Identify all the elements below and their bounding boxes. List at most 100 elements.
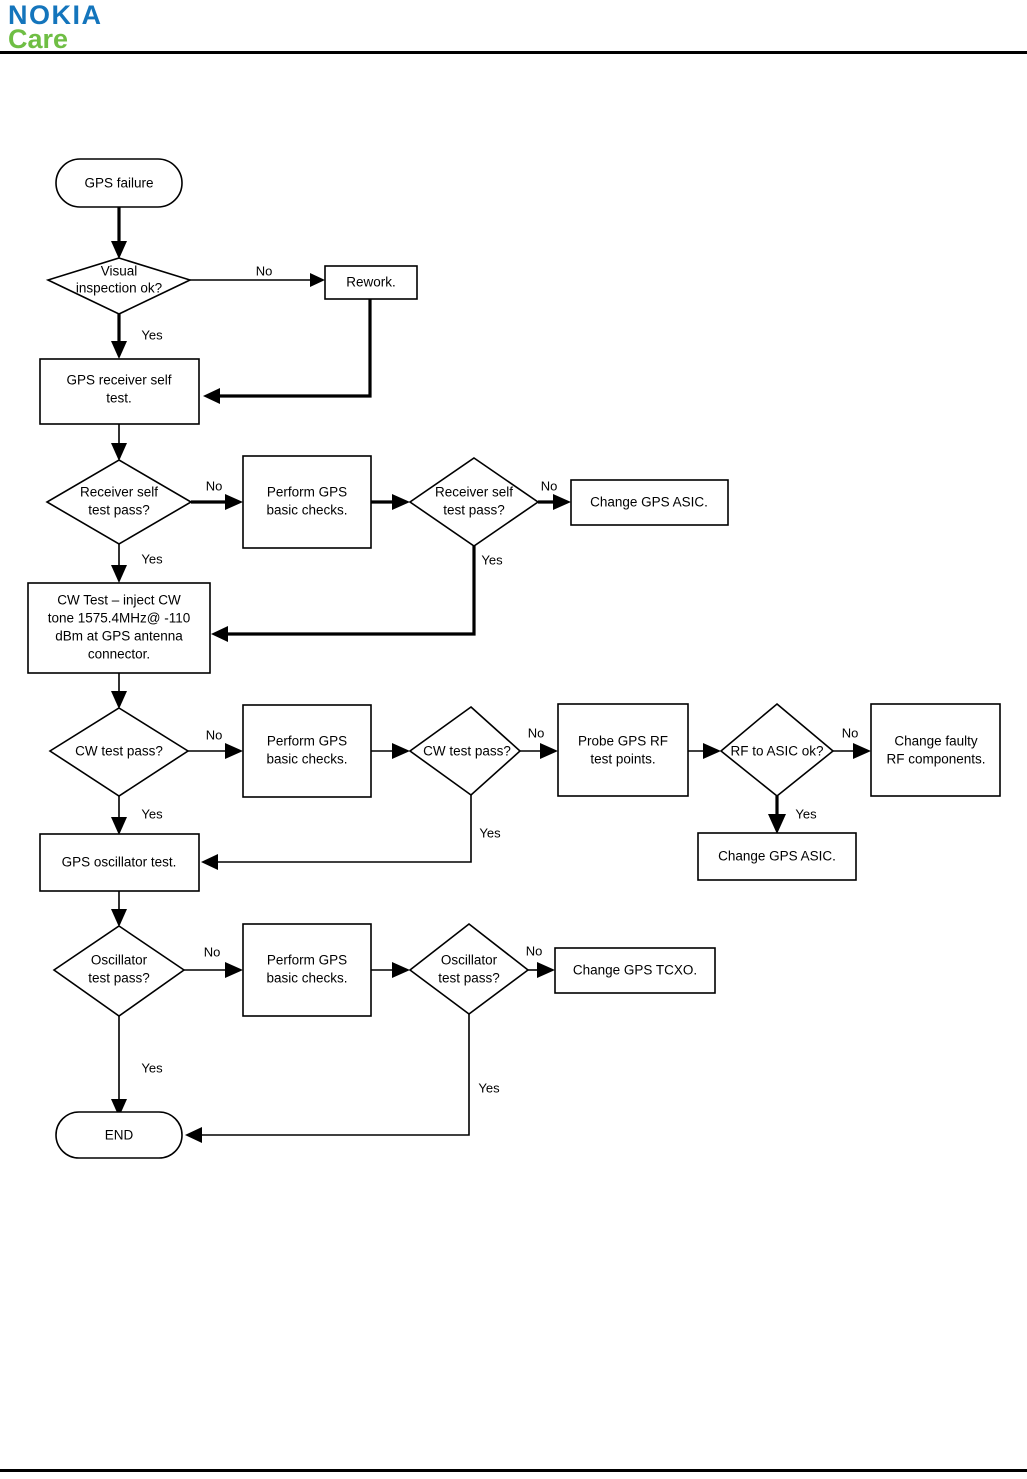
node-probe-gps-rf-test-points[interactable]: Probe GPS RF test points.	[557, 703, 689, 797]
edge-label-visual-no: No	[256, 263, 273, 278]
node-gps-failure[interactable]: GPS failure	[55, 158, 183, 208]
node-perform-gps-basic-checks-3[interactable]: Perform GPS basic checks.	[242, 923, 372, 1017]
edge-label-osc1-no: No	[204, 944, 221, 959]
edge-start-to-visual	[111, 207, 127, 259]
node-label-basic-3-line2: basic checks.	[266, 971, 347, 986]
edge-label-rf-no: No	[842, 725, 859, 740]
node-label-tcxo: Change GPS TCXO.	[573, 963, 697, 978]
edge-rx-pass-2-yes-to-cw-test: Yes	[211, 546, 503, 642]
node-label-asic-1: Change GPS ASIC.	[590, 495, 708, 510]
edge-rx-pass-2-no-to-change-asic: No	[538, 478, 571, 510]
node-oscillator-test-pass-2[interactable]: Oscillator test pass?	[408, 922, 530, 1015]
node-change-gps-tcxo[interactable]: Change GPS TCXO.	[554, 947, 716, 994]
node-perform-gps-basic-checks-1[interactable]: Perform GPS basic checks.	[242, 455, 372, 549]
edge-osc-pass-1-yes-to-end: Yes	[111, 1016, 163, 1117]
node-label-visual-line1: Visual	[101, 264, 138, 279]
node-cw-test-pass-1[interactable]: CW test pass?	[48, 707, 190, 797]
footer-divider	[0, 1469, 1027, 1472]
node-label-cw-test-line1: CW Test – inject CW	[57, 593, 181, 608]
node-label-cw-test-line3: dBm at GPS antenna	[55, 629, 183, 644]
nokia-care-logo: NOKIA Care	[8, 2, 103, 53]
edge-label-rf-yes: Yes	[795, 806, 817, 821]
node-label-rx-self-line1: GPS receiver self	[66, 373, 171, 388]
node-label-gps-failure: GPS failure	[84, 176, 153, 191]
edge-visual-no-to-rework: No	[190, 263, 325, 287]
edge-label-cw1-yes: Yes	[141, 806, 163, 821]
edge-label-cw1-no: No	[206, 727, 223, 742]
edge-label-rx1-yes: Yes	[141, 551, 163, 566]
node-visual-inspection-ok[interactable]: Visual inspection ok?	[45, 257, 193, 315]
edge-rework-to-rx-self	[203, 299, 372, 404]
node-label-rx-pass-2-line2: test pass?	[443, 503, 505, 518]
node-label-rx-pass-2-line1: Receiver self	[435, 485, 513, 500]
edge-rf-asic-yes-to-change-asic: Yes	[768, 796, 817, 834]
edge-probe-rf-to-rf-asic-ok	[688, 743, 721, 759]
edge-label-cw2-yes: Yes	[479, 825, 501, 840]
node-label-basic-1-line1: Perform GPS	[267, 485, 347, 500]
edge-cw-pass-1-yes-to-osc-test: Yes	[111, 796, 163, 835]
edge-cw-test-to-cw-pass-1	[111, 673, 127, 709]
edge-label-rx1-no: No	[206, 478, 223, 493]
node-label-rework: Rework.	[346, 275, 396, 290]
node-label-visual-line2: inspection ok?	[76, 281, 162, 296]
node-oscillator-test-pass-1[interactable]: Oscillator test pass?	[52, 925, 186, 1017]
edge-osc-pass-1-no-to-basic-checks: No	[184, 944, 243, 978]
edge-label-osc2-no: No	[526, 943, 543, 958]
node-label-rf-change-line1: Change faulty	[894, 734, 978, 749]
node-end[interactable]: END	[55, 1111, 183, 1159]
node-label-osc-pass-2-line2: test pass?	[438, 971, 500, 986]
node-label-probe-rf-line1: Probe GPS RF	[578, 734, 668, 749]
node-gps-receiver-self-test[interactable]: GPS receiver self test.	[39, 358, 200, 425]
node-gps-oscillator-test[interactable]: GPS oscillator test.	[39, 833, 200, 892]
node-receiver-self-test-pass-2[interactable]: Receiver self test pass?	[408, 457, 540, 547]
node-cw-test-pass-2[interactable]: CW test pass?	[408, 705, 522, 797]
brand-care-text: Care	[8, 24, 69, 54]
edge-osc-test-to-osc-pass-1	[111, 891, 127, 927]
node-label-probe-rf-line2: test points.	[590, 752, 655, 767]
header-divider	[0, 51, 1027, 54]
edge-basic-checks-3-to-osc-pass-2	[371, 962, 410, 978]
node-receiver-self-test-pass-1[interactable]: Receiver self test pass?	[45, 459, 193, 545]
edge-basic-checks-2-to-cw-pass-2	[371, 743, 410, 759]
node-label-basic-2-line1: Perform GPS	[267, 734, 347, 749]
node-label-cw-test-line2: tone 1575.4MHz@ -110	[48, 611, 191, 626]
edge-label-osc1-yes: Yes	[141, 1060, 163, 1075]
node-change-gps-asic-1[interactable]: Change GPS ASIC.	[570, 479, 729, 526]
node-label-cw-pass-1: CW test pass?	[75, 744, 163, 759]
node-label-cw-pass-2: CW test pass?	[423, 744, 511, 759]
node-label-rf-asic-ok: RF to ASIC ok?	[730, 744, 823, 759]
node-label-basic-3-line1: Perform GPS	[267, 953, 347, 968]
node-label-cw-test-line4: connector.	[88, 647, 150, 662]
node-label-osc-pass-1-line2: test pass?	[88, 971, 150, 986]
node-change-faulty-rf-components[interactable]: Change faulty RF components.	[870, 703, 1001, 797]
edge-label-rx2-no: No	[541, 478, 558, 493]
node-label-end: END	[105, 1128, 134, 1143]
edge-label-osc2-yes: Yes	[478, 1080, 500, 1095]
edge-rx-pass-1-no-to-basic-checks: No	[191, 478, 243, 510]
edge-rx-self-to-rx-pass-1	[111, 424, 127, 461]
node-rework[interactable]: Rework.	[324, 265, 418, 300]
node-change-gps-asic-2[interactable]: Change GPS ASIC.	[697, 832, 857, 881]
node-label-osc-pass-2-line1: Oscillator	[441, 953, 498, 968]
edge-osc-pass-2-no-to-change-tcxo: No	[526, 943, 555, 978]
edge-cw-pass-2-yes-to-osc-test: Yes	[201, 795, 501, 870]
node-label-basic-1-line2: basic checks.	[266, 503, 347, 518]
node-label-asic-2: Change GPS ASIC.	[718, 849, 836, 864]
edge-rx-pass-1-yes-to-cw-test: Yes	[111, 544, 163, 583]
edge-label-cw2-no: No	[528, 725, 545, 740]
node-label-rf-change-line2: RF components.	[886, 752, 985, 767]
edge-basic-checks-1-to-rx-pass-2	[371, 494, 410, 510]
brand-nokia-text: NOKIA	[8, 0, 103, 30]
edge-label-rx2-yes: Yes	[481, 552, 503, 567]
edge-visual-yes-to-rx-self: Yes	[111, 314, 163, 359]
node-cw-test-inject[interactable]: CW Test – inject CW tone 1575.4MHz@ -110…	[27, 582, 211, 674]
node-label-osc-test: GPS oscillator test.	[62, 855, 177, 870]
node-label-rx-pass-1-line1: Receiver self	[80, 485, 158, 500]
node-rf-to-asic-ok[interactable]: RF to ASIC ok?	[719, 702, 835, 798]
edge-cw-pass-1-no-to-basic-checks: No	[188, 727, 243, 759]
node-label-osc-pass-1-line1: Oscillator	[91, 953, 148, 968]
node-perform-gps-basic-checks-2[interactable]: Perform GPS basic checks.	[242, 704, 372, 798]
page-header: NOKIA Care	[0, 0, 1027, 56]
